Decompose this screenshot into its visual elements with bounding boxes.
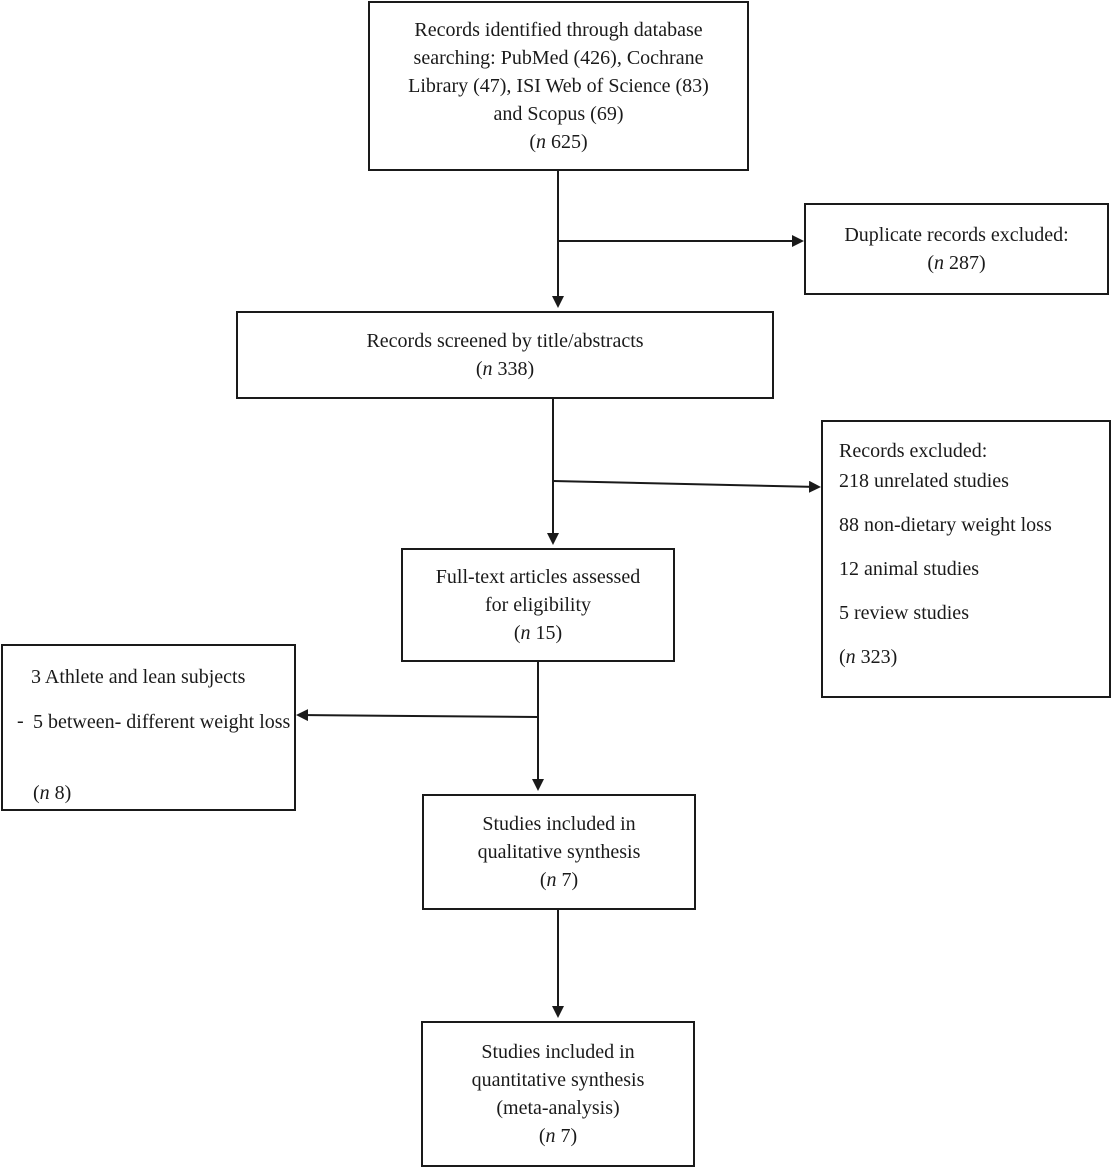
excluded-item: 5 review studies — [839, 602, 969, 624]
quantitative-count: (n 7) — [539, 1122, 577, 1150]
fulltext-excluded-box: 3 Athlete and lean subjects - 5 between-… — [1, 644, 296, 811]
excluded-count-open: ( — [839, 646, 846, 668]
duplicates-count: (n 287) — [927, 249, 985, 277]
duplicates-excluded-box: Duplicate records excluded: (n 287) — [804, 203, 1109, 295]
screened-label: Records screened by title/abstracts — [366, 330, 644, 352]
duplicates-count-value: 287) — [944, 252, 986, 274]
records-excluded-box: Records excluded: 218 unrelated studies … — [821, 420, 1111, 698]
identified-line-1: Records identified through database — [414, 19, 703, 41]
qualitative-line-2: qualitative synthesis — [477, 841, 641, 863]
identified-line-2: searching: PubMed (426), Cochrane — [413, 47, 704, 69]
qualitative-count-value: 7) — [556, 869, 579, 891]
quantitative-synthesis-box: Studies included in quantitative synthes… — [421, 1021, 695, 1167]
fulltext-assessed-box: Full-text articles assessed for eligibil… — [401, 548, 675, 662]
excluded-item: 218 unrelated studies — [839, 470, 1009, 492]
fulltext-excluded-line-1: 3 Athlete and lean subjects — [31, 666, 246, 688]
arrow-to-fulltext-excluded — [296, 709, 539, 722]
excluded-count: (n 323) — [839, 644, 1109, 670]
qualitative-count: (n 7) — [540, 866, 578, 894]
qualitative-line-1: Studies included in — [482, 813, 636, 835]
screened-records-box: Records screened by title/abstracts (n 3… — [236, 311, 774, 399]
quantitative-line-3: (meta-analysis) — [496, 1097, 620, 1119]
fulltext-count-value: 15) — [530, 622, 563, 644]
identified-count-n: n — [536, 131, 546, 153]
quantitative-line-2: quantitative synthesis — [471, 1069, 645, 1091]
fulltext-excluded-dash: - — [17, 710, 24, 732]
quantitative-line-1: Studies included in — [481, 1041, 635, 1063]
excluded-count-value: 323) — [855, 646, 898, 668]
excluded-item: 12 animal studies — [839, 558, 979, 580]
screened-count: (n 338) — [476, 355, 534, 383]
duplicates-count-open: ( — [927, 252, 934, 274]
identified-count-open: ( — [529, 131, 536, 153]
fulltext-line-2: for eligibility — [484, 594, 592, 616]
duplicates-label: Duplicate records excluded: — [844, 224, 1069, 246]
qualitative-synthesis-box: Studies included in qualitative synthesi… — [422, 794, 696, 910]
excluded-count-n: n — [845, 646, 856, 668]
identified-records-box: Records identified through database sear… — [368, 1, 749, 171]
fulltext-count-open: ( — [513, 622, 521, 644]
arrow-to-excluded — [552, 480, 821, 493]
excluded-title: Records excluded: — [839, 440, 988, 462]
screened-count-n: n — [482, 358, 493, 380]
identified-line-3: Library (47), ISI Web of Science (83) — [408, 75, 709, 97]
quantitative-count-n: n — [545, 1125, 556, 1147]
fulltext-count: (n 15) — [514, 619, 562, 647]
screened-count-open: ( — [475, 358, 483, 380]
duplicates-count-n: n — [934, 252, 944, 274]
identified-count: (n 625) — [529, 128, 587, 156]
quantitative-count-open: ( — [538, 1125, 546, 1147]
fulltext-count-n: n — [520, 622, 531, 644]
fulltext-excluded-count-n: n — [39, 782, 50, 804]
qualitative-count-n: n — [546, 869, 557, 891]
fulltext-excluded-line-2: 5 between- different weight loss — [33, 711, 291, 733]
fulltext-excluded-count-value: 8) — [49, 782, 72, 804]
excluded-item: 88 non-dietary weight loss — [839, 514, 1052, 536]
screened-count-value: 338) — [492, 358, 535, 380]
identified-line-4: and Scopus (69) — [493, 103, 624, 125]
fulltext-line-1: Full-text articles assessed — [435, 566, 641, 588]
qualitative-count-open: ( — [539, 869, 547, 891]
fulltext-excluded-count-open: ( — [33, 782, 40, 804]
identified-count-value: 625) — [546, 131, 588, 153]
fulltext-excluded-count: (n 8) — [33, 780, 71, 806]
quantitative-count-value: 7) — [555, 1125, 578, 1147]
